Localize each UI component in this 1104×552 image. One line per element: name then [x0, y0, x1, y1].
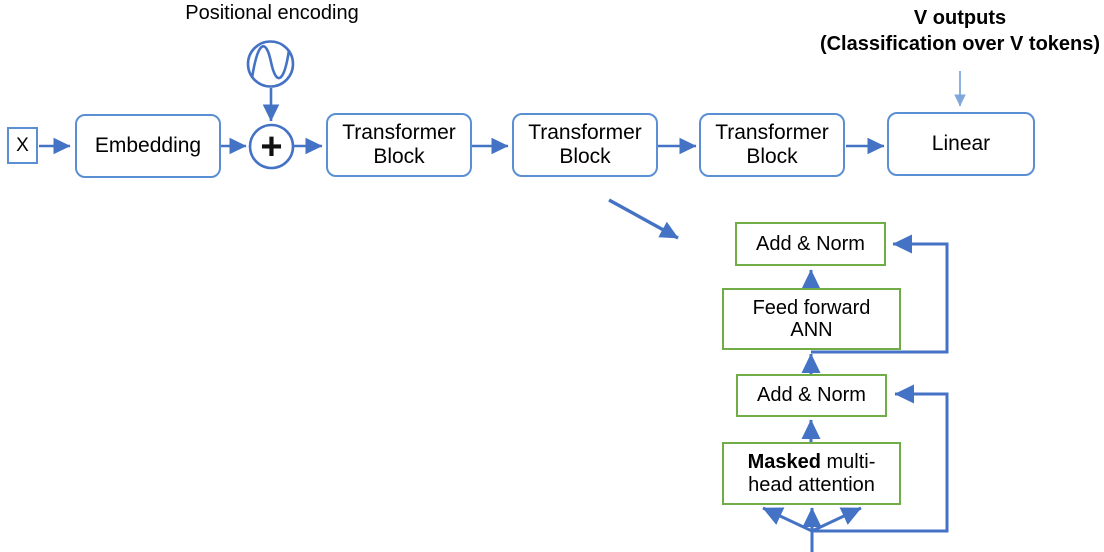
block-transformer-1-line1: Transformer — [342, 121, 456, 145]
detail-masked-keyword: Masked — [747, 451, 821, 474]
detail-add-norm-bottom[interactable]: Add & Norm — [736, 374, 887, 417]
input-x-label: X — [16, 134, 29, 156]
detail-masked-attention[interactable]: Masked multi- head attention — [722, 442, 901, 505]
block-embedding-label: Embedding — [94, 134, 202, 158]
block-transformer-1[interactable]: Transformer Block — [326, 113, 472, 177]
detail-add-norm-top[interactable]: Add & Norm — [735, 222, 886, 266]
block-transformer-3-line2: Block — [746, 145, 798, 168]
arrow-query-into-attention — [762, 506, 813, 533]
block-transformer-3-line1: Transformer — [715, 121, 829, 145]
block-linear-label: Linear — [931, 132, 991, 156]
block-transformer-2-line2: Block — [559, 145, 611, 168]
block-transformer-2[interactable]: Transformer Block — [512, 113, 658, 177]
detail-masked-attention-rest: multi- — [820, 451, 876, 474]
arrow-value-into-attention — [811, 506, 862, 533]
block-transformer-2-line1: Transformer — [528, 121, 642, 145]
output-annotation-line1: V outputs — [913, 7, 1007, 29]
detail-masked-attention-line2: head attention — [748, 473, 875, 496]
arrow-zoom-pointer — [608, 198, 679, 240]
detail-add-norm-top-label: Add & Norm — [756, 232, 865, 255]
block-embedding[interactable]: Embedding — [75, 114, 221, 178]
positional-encoding-label: Positional encoding — [185, 2, 359, 24]
detail-feed-forward-line1: Feed forward — [752, 296, 871, 319]
block-transformer-3[interactable]: Transformer Block — [699, 113, 845, 177]
add-plus-glyph: + — [260, 125, 283, 168]
input-x-box[interactable]: X — [7, 127, 38, 164]
detail-feed-forward-line2: ANN — [790, 319, 833, 341]
positional-encoding-icon — [246, 40, 295, 88]
detail-add-norm-bottom-label: Add & Norm — [757, 384, 866, 407]
detail-feed-forward[interactable]: Feed forward ANN — [722, 288, 901, 350]
block-transformer-1-line2: Block — [373, 145, 425, 168]
block-linear[interactable]: Linear — [887, 112, 1035, 176]
detail-masked-attention-line1: Masked multi- — [748, 451, 876, 473]
output-annotation: V outputs (Classification over V tokens) — [760, 6, 1104, 57]
output-annotation-line2: (Classification over V tokens) — [819, 32, 1101, 55]
